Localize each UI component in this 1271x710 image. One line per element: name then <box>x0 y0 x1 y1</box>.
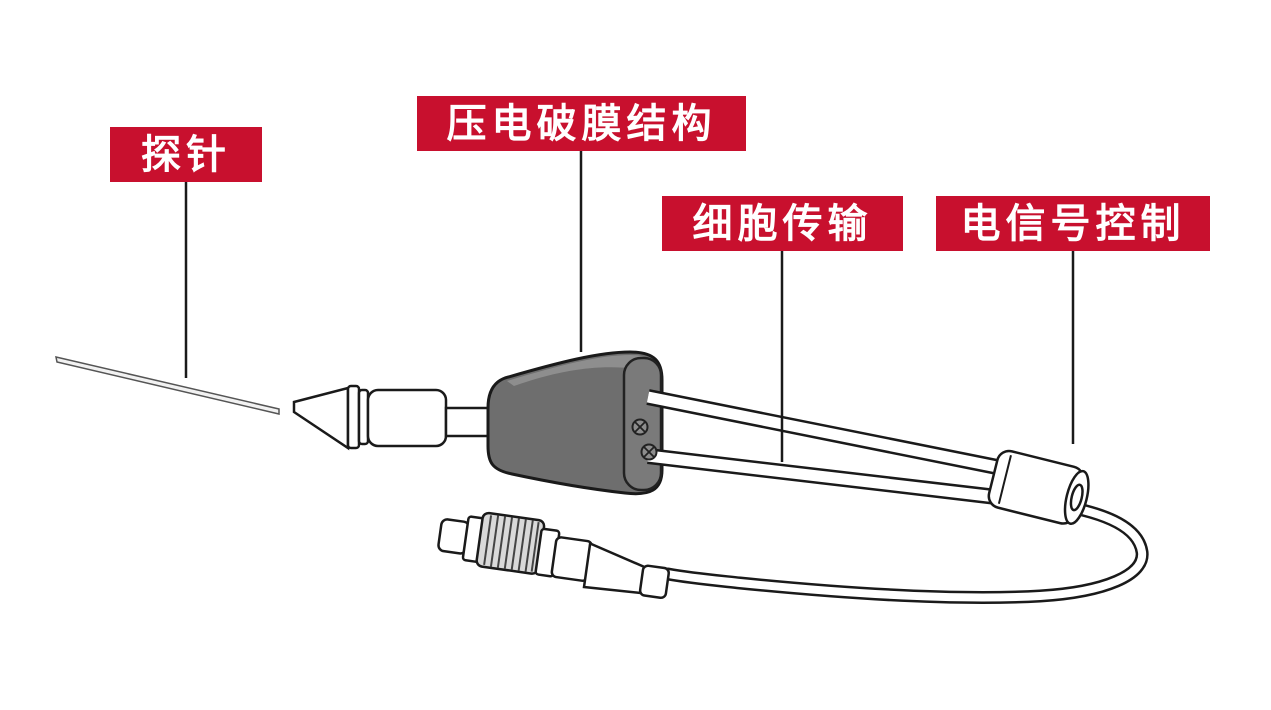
tube-upper <box>646 389 1014 478</box>
face-screw-top <box>631 418 649 436</box>
label-probe: 探针 <box>110 127 262 182</box>
tube-lower <box>647 448 1006 506</box>
grip-connector <box>987 449 1090 525</box>
nozzle-assembly <box>292 384 492 451</box>
label-cell-transport: 细胞传输 <box>662 196 903 251</box>
cable-boot <box>582 541 647 595</box>
signal-cable-inner <box>664 501 1147 602</box>
cable-ferrule <box>638 564 670 600</box>
face-screw-bottom <box>640 443 658 461</box>
probe-needle <box>55 356 280 415</box>
block-highlight <box>507 355 653 386</box>
label-piezo-membrane: 压电破膜结构 <box>417 96 746 151</box>
bnc-connector <box>437 511 670 600</box>
label-signal-control: 电信号控制 <box>936 196 1210 251</box>
